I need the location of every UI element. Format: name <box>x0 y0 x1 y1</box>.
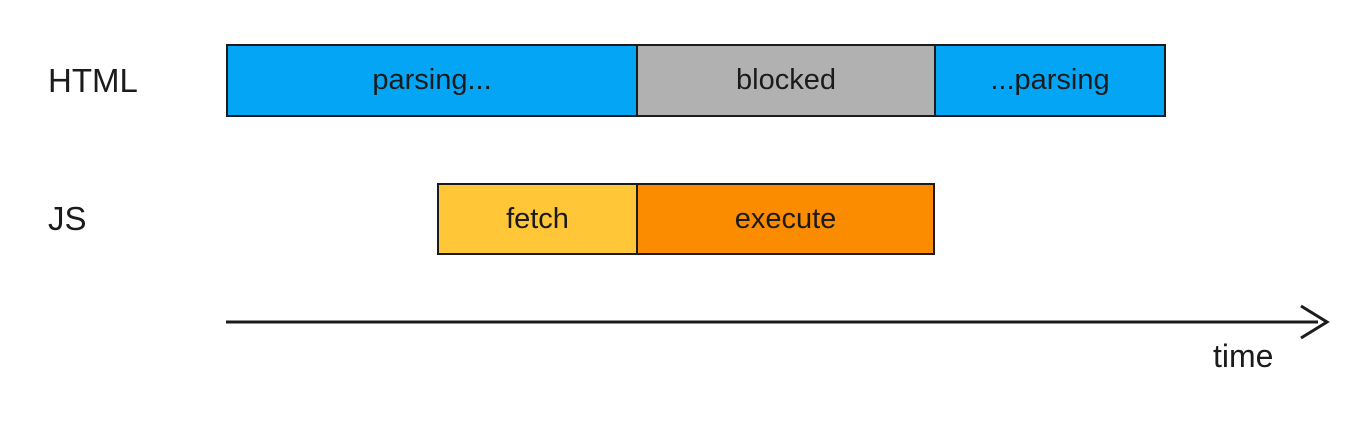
time-axis-arrow <box>226 302 1336 342</box>
segment-fetch: fetch <box>437 183 638 255</box>
time-axis-label: time <box>1213 338 1274 374</box>
arrow-right-icon <box>226 304 1330 340</box>
js-timeline-bar: fetch execute <box>437 183 935 255</box>
segment-execute: execute <box>636 183 935 255</box>
row-label-js: JS <box>48 200 87 237</box>
row-label-html: HTML <box>48 61 138 99</box>
segment-parsing-after: ...parsing <box>934 44 1166 117</box>
segment-blocked: blocked <box>636 44 936 117</box>
html-timeline-bar: parsing... blocked ...parsing <box>226 44 1166 117</box>
segment-parsing-before: parsing... <box>226 44 638 117</box>
